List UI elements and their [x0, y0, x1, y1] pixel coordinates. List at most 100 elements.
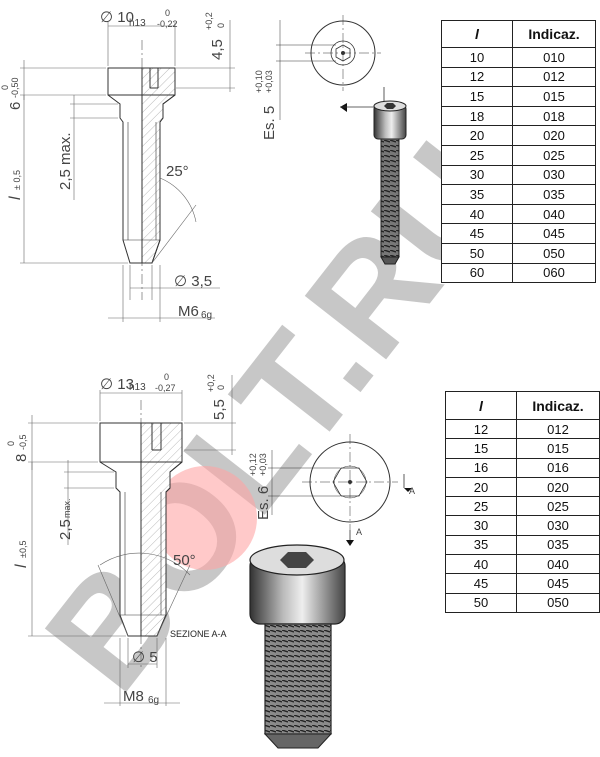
m6-length-label: l	[7, 196, 24, 200]
m8-socket-depth: 5,5	[211, 399, 228, 420]
m8-section-marker-bottom: A	[356, 527, 362, 537]
m8-head-diameter: ∅ 13	[100, 376, 134, 393]
code-cell: 015	[516, 438, 600, 459]
m6-socket-depth: 4,5	[209, 39, 226, 60]
m8-neck-length: 2,5	[57, 519, 74, 540]
m6-head-tol-class: h13	[129, 18, 146, 29]
length-cell: 50	[445, 592, 517, 613]
code-cell: 050	[512, 242, 596, 264]
code-cell: 016	[516, 457, 600, 478]
m6-head-height: 6	[7, 102, 24, 110]
code-cell: 045	[512, 223, 596, 244]
m8-hex-size: Es. 6	[255, 486, 272, 520]
code-cell: 015	[512, 86, 596, 107]
length-cell: 25	[441, 144, 513, 166]
length-cell: 10	[441, 47, 513, 68]
table-header-row: l Indicaz.	[441, 20, 596, 48]
length-cell: 25	[445, 496, 517, 517]
code-cell: 020	[516, 476, 600, 498]
length-cell: 50	[441, 242, 513, 264]
code-cell: 050	[516, 592, 600, 613]
m6-thread-label: M6	[178, 303, 199, 320]
m8-head-height-tol-lower: -0,5	[18, 434, 28, 450]
m8-socket-tol-upper: +0,2	[206, 374, 216, 392]
table-header-length: l	[445, 391, 517, 420]
m8-neck-length-suffix: max.	[62, 498, 72, 518]
length-cell: 15	[441, 86, 513, 107]
m6-dimension-lines	[20, 20, 235, 322]
length-cell: 40	[445, 554, 517, 575]
code-cell: 018	[512, 105, 596, 127]
code-cell: 020	[512, 125, 596, 146]
length-cell: 12	[441, 66, 513, 88]
m6-end-annotations: Es. 5 +0,10 +0,03	[254, 70, 278, 140]
m6-screw-render	[373, 100, 407, 265]
m6-angle: 25°	[166, 163, 189, 180]
code-cell: 025	[512, 144, 596, 166]
length-cell: 16	[445, 457, 517, 478]
length-cell: 20	[441, 125, 513, 146]
code-cell: 012	[516, 418, 600, 440]
m8-length-label: l	[13, 564, 30, 568]
length-cell: 45	[441, 223, 513, 244]
m6-socket-tol-lower: 0	[216, 23, 226, 28]
m8-hex-tol-upper: +0,12	[248, 453, 258, 476]
m8-head-tol-class: h13	[129, 382, 146, 393]
code-cell: 012	[512, 66, 596, 88]
m8-head-tol-upper: 0	[164, 372, 169, 382]
m8-side-view	[99, 400, 183, 670]
m8-end-annotations: Es. 6 +0,12 +0,03 A A	[248, 453, 415, 537]
m8-length-tol: ±0,5	[18, 541, 28, 558]
m8-section-marker-right: A	[409, 486, 415, 496]
m6-head-diameter: ∅ 10	[100, 9, 134, 26]
table-header-code: Indicaz.	[512, 20, 596, 48]
m8-thread-label: M8	[123, 688, 144, 705]
table-header-code: Indicaz.	[516, 391, 600, 420]
m8-thread-class: 6g	[148, 695, 159, 706]
code-cell: 040	[512, 203, 596, 225]
code-cell: 035	[512, 184, 596, 205]
m6-hex-tol-upper: +0,10	[254, 70, 264, 93]
m8-screw-render	[249, 544, 346, 749]
m6-end-view	[276, 15, 385, 120]
m8-dimension-lines	[28, 375, 236, 706]
m6-thread-class: 6g	[201, 310, 212, 321]
m6-hex-tol-lower: +0,03	[264, 70, 274, 93]
code-cell: 035	[516, 534, 600, 556]
m6-head-height-tol-upper: 0	[0, 85, 10, 90]
m8-end-view	[268, 434, 412, 546]
length-cell: 40	[441, 203, 513, 225]
watermark-dot	[153, 466, 257, 570]
table-header-row: l Indicaz.	[445, 391, 600, 420]
m8-section-label: SEZIONE A-A	[170, 629, 227, 639]
length-cell: 30	[445, 515, 517, 536]
m6-side-view	[107, 40, 176, 300]
m8-hex-tol-lower: +0,03	[258, 453, 268, 476]
m8-tip-diameter: ∅ 5	[132, 649, 158, 666]
m6-hex-size: Es. 5	[261, 106, 278, 140]
m6-head-tol-lower: -0,22	[157, 19, 178, 29]
length-cell: 18	[441, 105, 513, 127]
length-cell: 20	[445, 476, 517, 498]
m8-annotations: ∅ 13 h13 0 -0,27 5,5 +0,2 0 8 0 -0,5 2,5…	[6, 372, 228, 706]
